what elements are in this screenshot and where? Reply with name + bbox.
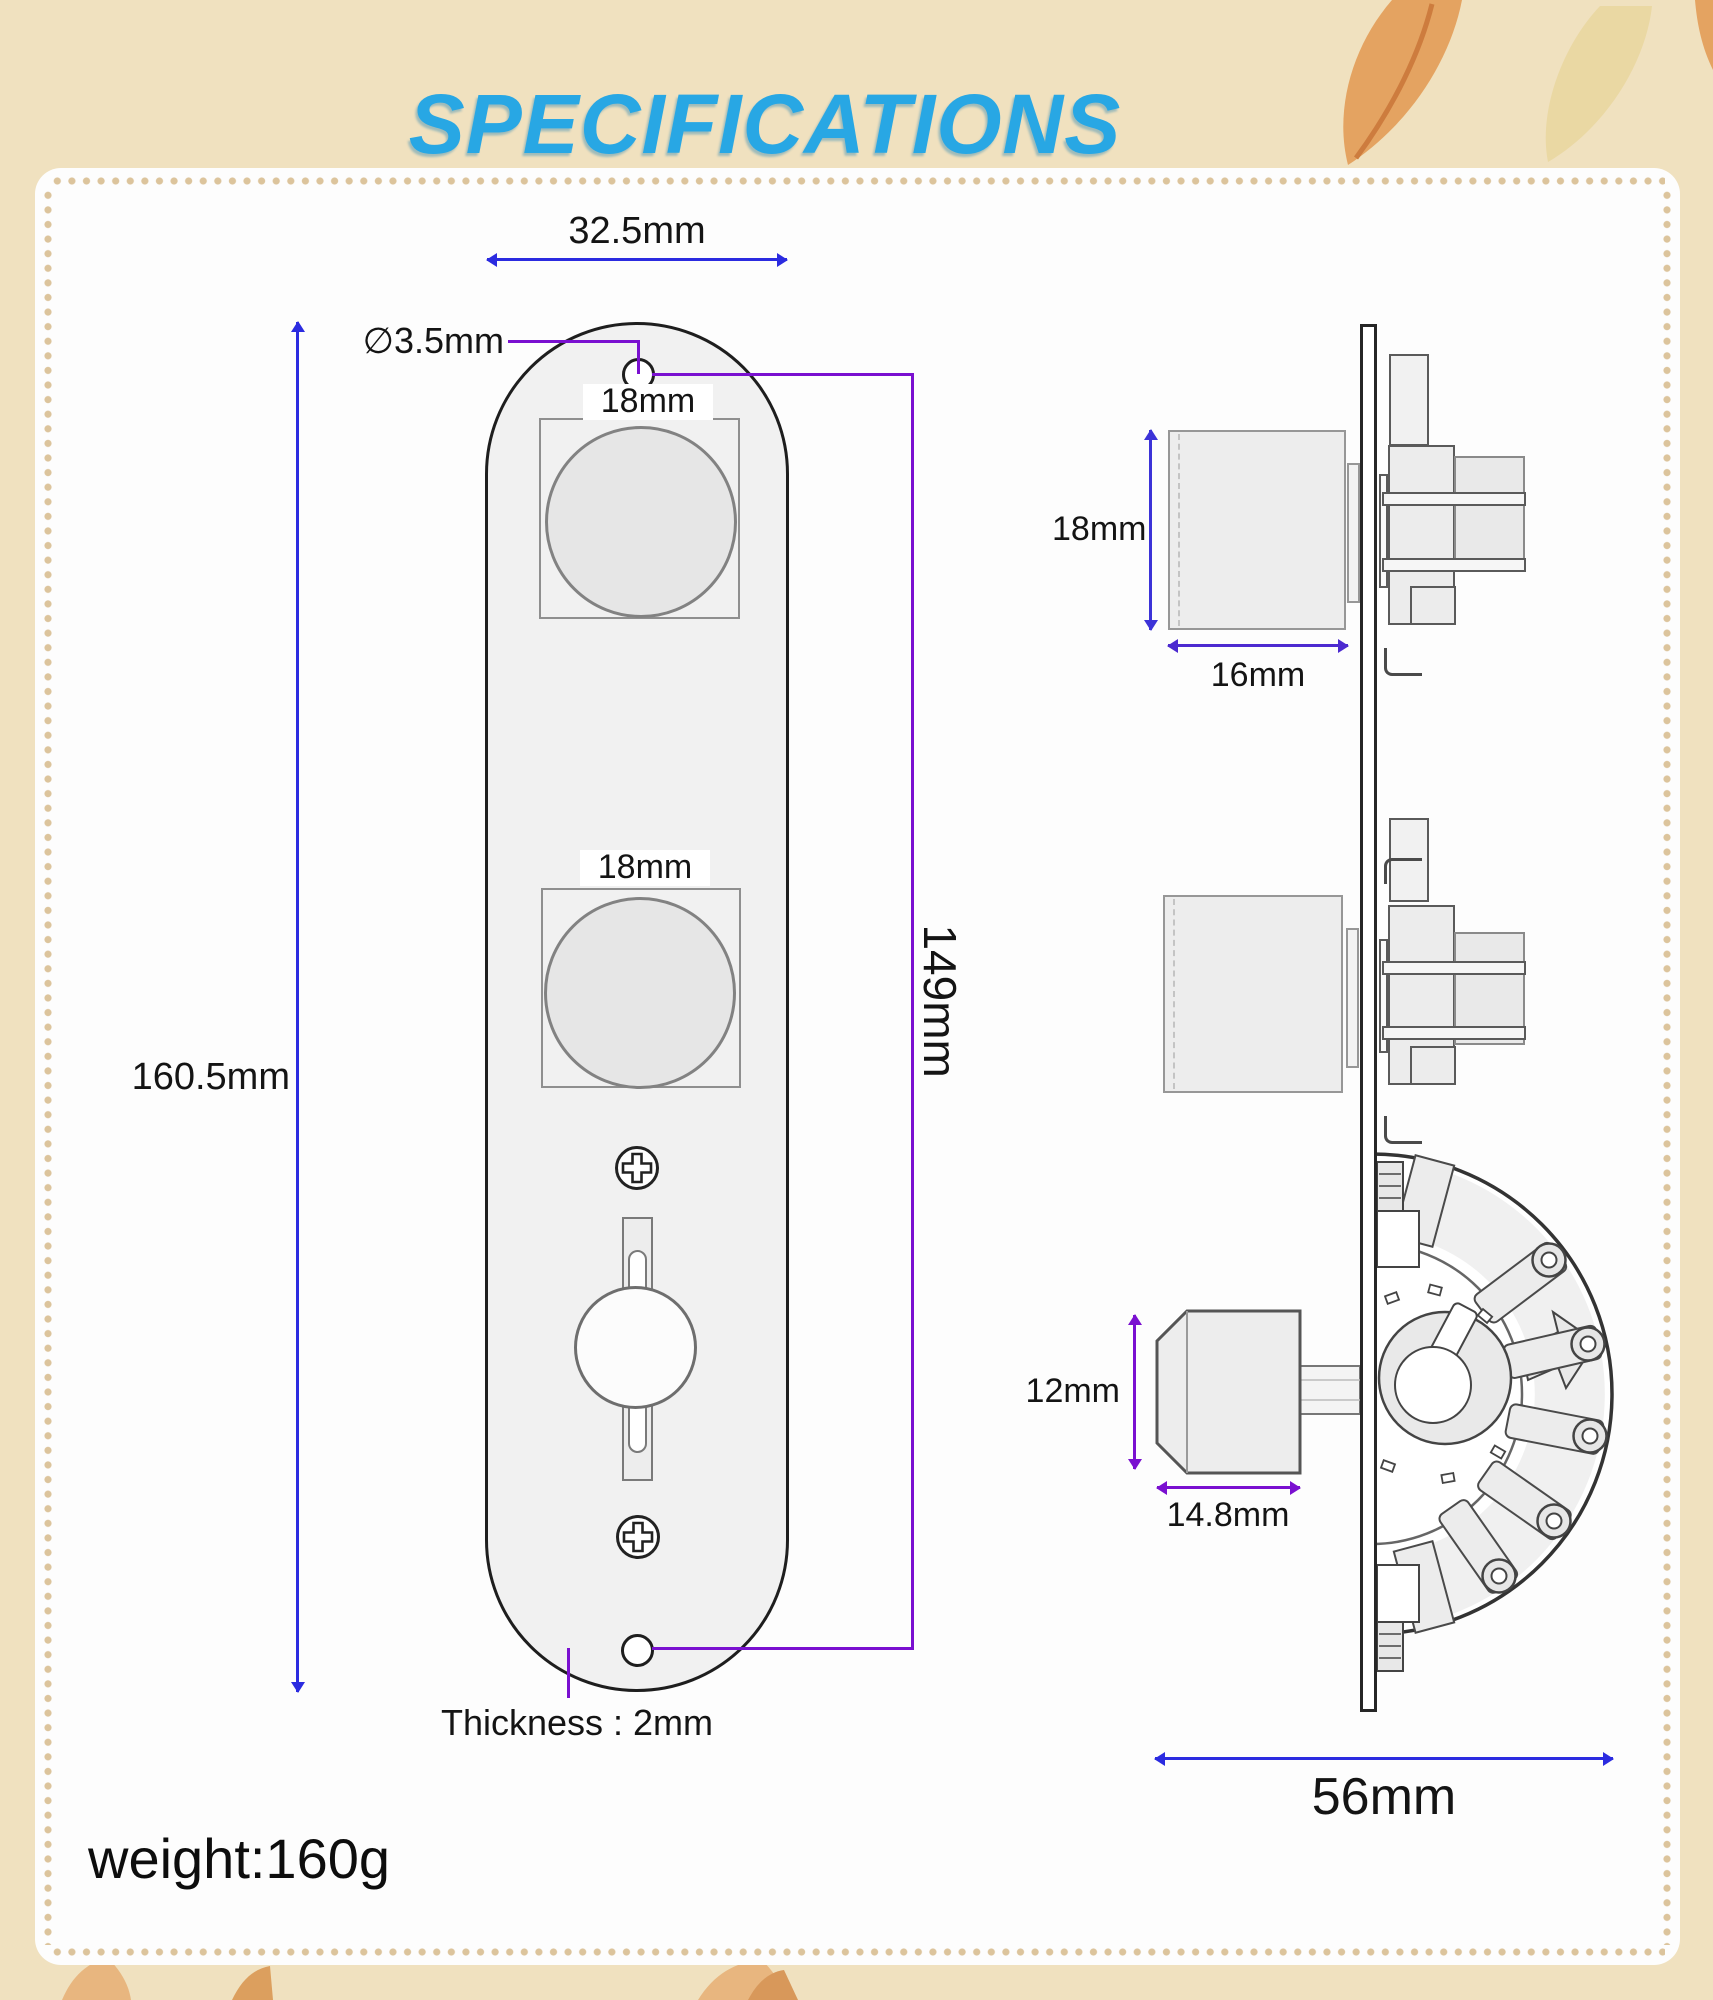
page-title: SPECIFICATIONS — [408, 77, 1122, 171]
switch-contact — [1489, 1444, 1507, 1460]
mounting-hole-bottom — [621, 1634, 654, 1667]
dim-label-switch-tip-height: 12mm — [1025, 1372, 1120, 1410]
pot2-body-step — [1410, 1046, 1456, 1085]
pot1-bushing-nut — [1347, 463, 1360, 603]
dim-line-knob-width — [1167, 638, 1349, 653]
pot2-wire-hook — [1384, 858, 1422, 884]
card-dotted-border-left — [43, 188, 53, 1945]
switch-mount-block — [1376, 1564, 1420, 1623]
knob1-circle — [545, 426, 737, 618]
switch-contact — [1440, 1471, 1456, 1485]
leader-hole-spacing-top — [652, 373, 914, 376]
leaf-icon — [62, 1958, 131, 2000]
dim-label-switch-tip-width: 14.8mm — [1166, 1496, 1290, 1534]
phillips-screw-icon — [616, 1515, 660, 1559]
dim-label-knob-width: 16mm — [1210, 656, 1306, 694]
leader-hole-spacing-bottom — [652, 1647, 914, 1650]
phillips-screw-icon — [615, 1146, 659, 1190]
dim-label-thickness: Thickness : 2mm — [440, 1702, 714, 1743]
pot1-terminal-tab — [1389, 354, 1429, 446]
dim-line-plate-height — [290, 321, 305, 1693]
dim-label-knob1: 18mm — [583, 383, 713, 420]
dim-line-knob-height — [1143, 429, 1158, 631]
rotary-switch-side-view — [1155, 1152, 1614, 1672]
pot1-wire-hook — [1384, 648, 1422, 676]
dim-label-knob-height: 18mm — [1052, 510, 1147, 548]
leader-hole-diameter-v — [637, 340, 640, 374]
switch-mount-block — [1376, 1210, 1420, 1268]
pot2-terminal-pin — [1382, 961, 1526, 975]
control-plate-side-view — [1360, 324, 1377, 1712]
pot2-bracket — [1379, 939, 1388, 1053]
switch-contact — [1427, 1283, 1443, 1297]
dim-line-switch-tip-height — [1127, 1314, 1142, 1470]
dim-line-assembly-depth — [1154, 1751, 1614, 1766]
pot1-body-step — [1410, 586, 1456, 625]
pot1-bracket — [1379, 474, 1388, 588]
leader-hole-spacing-v — [911, 373, 914, 1650]
card-dotted-border-top — [50, 176, 1665, 186]
dim-label-hole-diameter: ∅3.5mm — [362, 320, 504, 361]
leaf-icon — [232, 1966, 273, 2000]
knob2-circle — [544, 897, 736, 1089]
dim-line-switch-tip-width — [1156, 1480, 1301, 1495]
pot2-bushing-nut — [1346, 928, 1359, 1068]
pot1-casing — [1454, 456, 1525, 570]
pot2-terminal-pin — [1382, 1026, 1526, 1040]
card-dotted-border-bottom — [50, 1947, 1665, 1957]
leaf-vein — [1353, 3, 1435, 160]
switch-tip-front — [574, 1286, 697, 1409]
dim-label-plate-width: 32.5mm — [568, 210, 706, 252]
pot1-terminal-pin — [1382, 558, 1526, 572]
pot1-knob-side — [1168, 430, 1346, 630]
dim-line-plate-width — [486, 252, 788, 267]
switch-inner-arc — [1371, 1242, 1524, 1546]
pot1-terminal-pin — [1382, 492, 1526, 506]
dim-label-hole-spacing: 149mm — [914, 924, 967, 1078]
switch-contact — [1379, 1459, 1397, 1473]
weight-label: weight:160g — [88, 1827, 391, 1890]
pot2-knob-side — [1163, 895, 1343, 1093]
dim-label-knob2: 18mm — [580, 849, 710, 886]
leaf-icon — [1695, 0, 1713, 70]
switch-tip-knob-side — [1155, 1309, 1302, 1475]
switch-contact — [1476, 1307, 1494, 1325]
dim-label-assembly-depth: 56mm — [1311, 1768, 1457, 1826]
switch-rotor-hole — [1394, 1346, 1472, 1424]
pot2-wire-hook — [1384, 1116, 1422, 1144]
dim-label-plate-height: 160.5mm — [131, 1056, 290, 1098]
switch-contact — [1383, 1291, 1401, 1305]
leader-hole-diameter-h — [508, 340, 640, 343]
leaf-icon — [748, 1970, 798, 2000]
switch-shaft — [1299, 1365, 1361, 1415]
card-dotted-border-right — [1662, 188, 1672, 1945]
leaf-icon — [1545, 6, 1652, 162]
leader-thickness — [567, 1648, 570, 1698]
